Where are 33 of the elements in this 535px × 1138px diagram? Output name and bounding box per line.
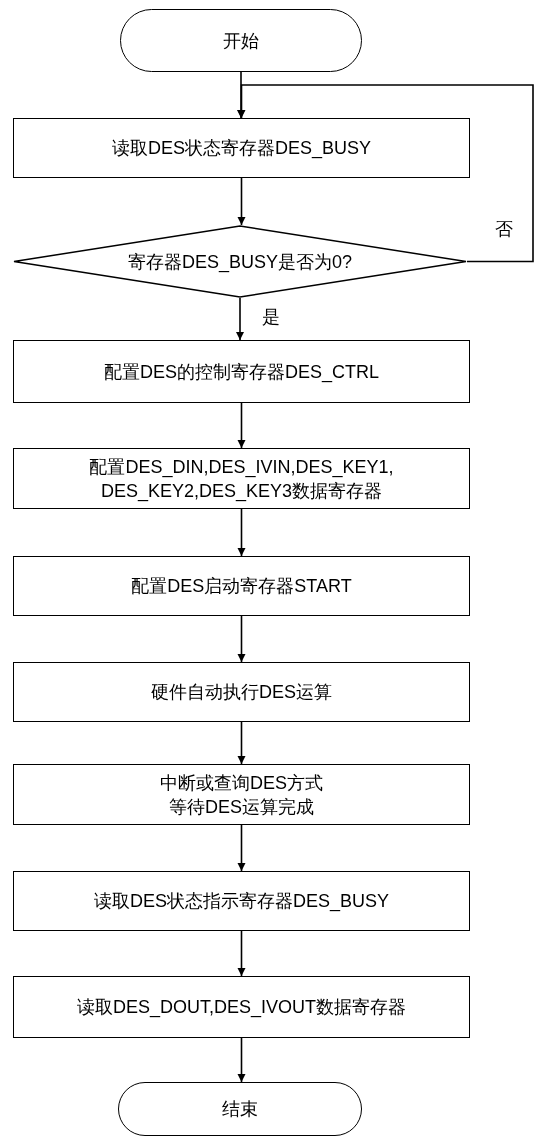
- process-box: [13, 556, 470, 616]
- process-box: [13, 871, 470, 931]
- process-box: [13, 764, 470, 825]
- edge-label: 否: [495, 218, 513, 240]
- process-box: [13, 118, 470, 178]
- arrow: [237, 508, 246, 557]
- step-text: 硬件自动执行DES运算: [151, 681, 332, 704]
- edge-label: 是: [262, 306, 280, 328]
- arrow: [236, 297, 244, 341]
- step-text: 读取DES状态指示寄存器DES_BUSY: [93, 890, 390, 913]
- decision-diamond: [13, 225, 467, 298]
- step-text: 开始: [223, 29, 259, 53]
- arrow: [237, 930, 246, 977]
- arrow: [237, 84, 534, 263]
- arrow: [237, 1037, 246, 1083]
- step-text: 寄存器DES_BUSY是否为0?: [127, 250, 353, 274]
- step-text: 结束: [222, 1098, 258, 1121]
- process-box: [13, 448, 470, 509]
- step-text: 配置DES的控制寄存器DES_CTRL: [103, 360, 379, 384]
- arrow: [237, 721, 246, 765]
- process-box: [13, 340, 470, 403]
- arrow: [237, 71, 245, 119]
- step-text: 配置DES启动寄存器START: [131, 575, 352, 598]
- process-box: [13, 976, 470, 1038]
- arrow: [237, 615, 246, 663]
- process-box: [13, 662, 470, 722]
- step-text: 中断或查询DES方式等待DES运算完成: [159, 771, 324, 819]
- step-text: 读取DES状态寄存器DES_BUSY: [111, 137, 372, 160]
- arrow: [237, 177, 246, 226]
- step-text: 配置DES_DIN,DES_IVIN,DES_KEY1, DES_KEY2,DES_KEY3数据寄存器: [88, 455, 395, 503]
- arrow: [237, 824, 246, 872]
- arrow: [237, 402, 246, 449]
- step-text: 读取DES_DOUT,DES_IVOUT数据寄存器: [76, 996, 406, 1019]
